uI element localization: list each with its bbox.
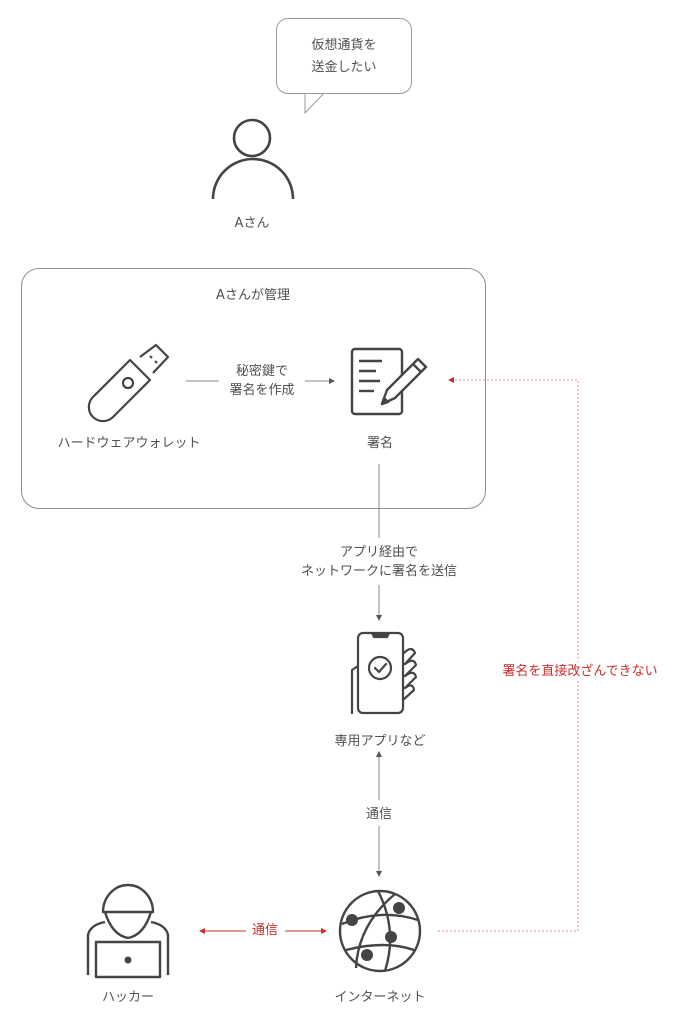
edge-line-internet-signature-dotted [438, 377, 579, 932]
speech-bubble-text: 仮想通貨を 送金したい [276, 35, 412, 79]
managed-group-box [21, 268, 486, 509]
speech-bubble-line-1: 仮想通貨を [311, 38, 377, 53]
speech-bubble-tail [304, 90, 327, 115]
edge-label-wallet-signature: 秘密鍵で 署名を作成 [212, 362, 312, 400]
person-label: Aさん [234, 216, 270, 231]
app-label: 専用アプリなど [334, 734, 426, 749]
internet-label: インターネット [334, 990, 426, 1005]
edge-label-internet-signature: 署名を直接改ざんできない [482, 662, 678, 681]
hacker-label: ハッカー [101, 990, 154, 1005]
document-pen-icon [350, 347, 428, 416]
usb-stick-icon [87, 343, 170, 423]
edge-label-signature-app-line-1: アプリ経由で [339, 545, 418, 560]
hacker-laptop-icon [86, 883, 170, 979]
globe-network-icon [338, 889, 422, 973]
edge-label-signature-app: アプリ経由で ネットワークに署名を送信 [279, 543, 479, 581]
hardware-wallet-label: ハードウェアウォレット [57, 436, 201, 451]
edge-label-wallet-signature-line-1: 秘密鍵で [235, 364, 288, 379]
speech-bubble [276, 18, 412, 94]
edge-label-signature-app-line-2: ネットワークに署名を送信 [300, 564, 457, 579]
signature-label: 署名 [366, 436, 393, 451]
person-icon [211, 118, 295, 200]
speech-bubble-line-2: 送金したい [311, 60, 377, 75]
edge-label-app-internet: 通信 [365, 807, 392, 822]
smartphone-hand-icon [350, 631, 418, 715]
managed-group-title: Aさんが管理 [216, 288, 290, 303]
edge-label-hacker-internet: 通信 [251, 923, 278, 938]
edge-label-wallet-signature-line-2: 署名を作成 [229, 383, 295, 398]
